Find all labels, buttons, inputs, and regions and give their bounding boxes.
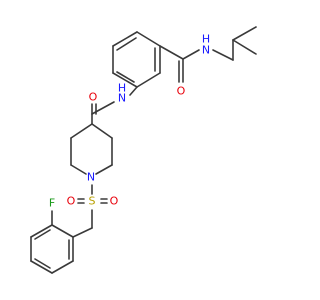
amide-top-n-label: N bbox=[202, 44, 210, 57]
amide-top-h-label: H bbox=[202, 33, 210, 46]
sulfonyl-s-label: S bbox=[89, 195, 96, 208]
sulfonyl-o-right-label: O bbox=[110, 195, 119, 208]
amide-mid-o-label: O bbox=[89, 91, 98, 104]
atom-label-layer: N H O N H O N S O O F bbox=[49, 33, 210, 210]
amide-mid-h-label: H bbox=[118, 82, 126, 95]
amide-top-o-label: O bbox=[177, 85, 186, 98]
amide-mid-n-label: N bbox=[118, 92, 126, 105]
molecule-canvas: N H O N H O N S O O F bbox=[30, 26, 257, 274]
piperidine-n-label: N bbox=[87, 171, 95, 184]
sulfonyl-o-left-label: O bbox=[67, 195, 76, 208]
structure-diagram: N H O N H O N S O O F bbox=[30, 26, 257, 274]
bond-layer bbox=[30, 26, 257, 274]
fluoro-f-label: F bbox=[49, 197, 55, 210]
